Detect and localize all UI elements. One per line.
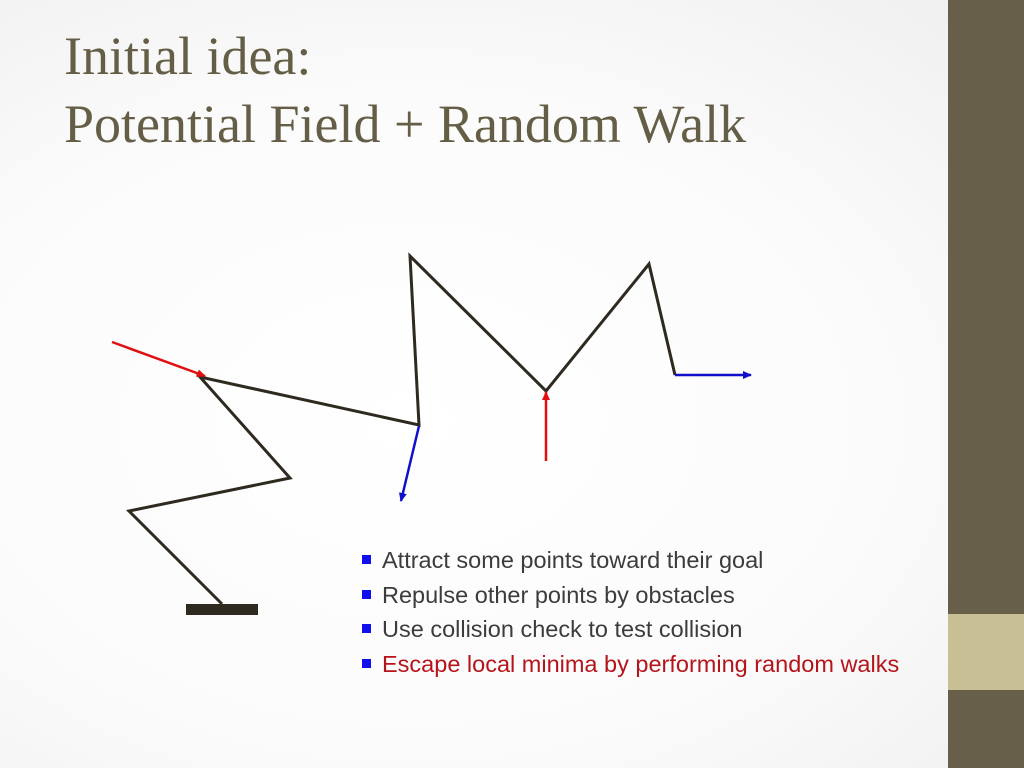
bullet-text: Repulse other points by obstacles bbox=[382, 581, 735, 608]
robot-arm-base bbox=[186, 604, 258, 615]
square-bullet-icon bbox=[362, 658, 371, 668]
arm-link-chain bbox=[125, 252, 677, 606]
slide-title: Initial idea: Potential Field + Random W… bbox=[64, 22, 934, 158]
bullet-text: Attract some points toward their goal bbox=[382, 547, 764, 573]
bullet-list: Attract some points toward their goal Re… bbox=[361, 543, 899, 681]
bullet-item: Repulse other points by obstacles bbox=[361, 578, 899, 613]
bullet-item: Use collision check to test collision bbox=[361, 612, 899, 647]
square-bullet-icon bbox=[362, 589, 371, 599]
attract-arrow-left bbox=[111, 340, 206, 378]
repulse-arrow-down bbox=[398, 425, 421, 502]
bullet-text: Use collision check to test collision bbox=[382, 616, 743, 642]
bullet-item-highlighted: Escape local minima by performing random… bbox=[361, 647, 899, 682]
square-bullet-icon bbox=[362, 624, 371, 633]
square-bullet-icon bbox=[362, 555, 371, 564]
sidebar-accent-block bbox=[948, 614, 1024, 690]
title-line-2: Potential Field + Random Walk bbox=[64, 94, 747, 154]
bullet-item: Attract some points toward their goal bbox=[361, 543, 899, 578]
title-line-1: Initial idea: bbox=[64, 26, 312, 86]
bullet-text: Escape local minima by performing random… bbox=[382, 650, 900, 677]
